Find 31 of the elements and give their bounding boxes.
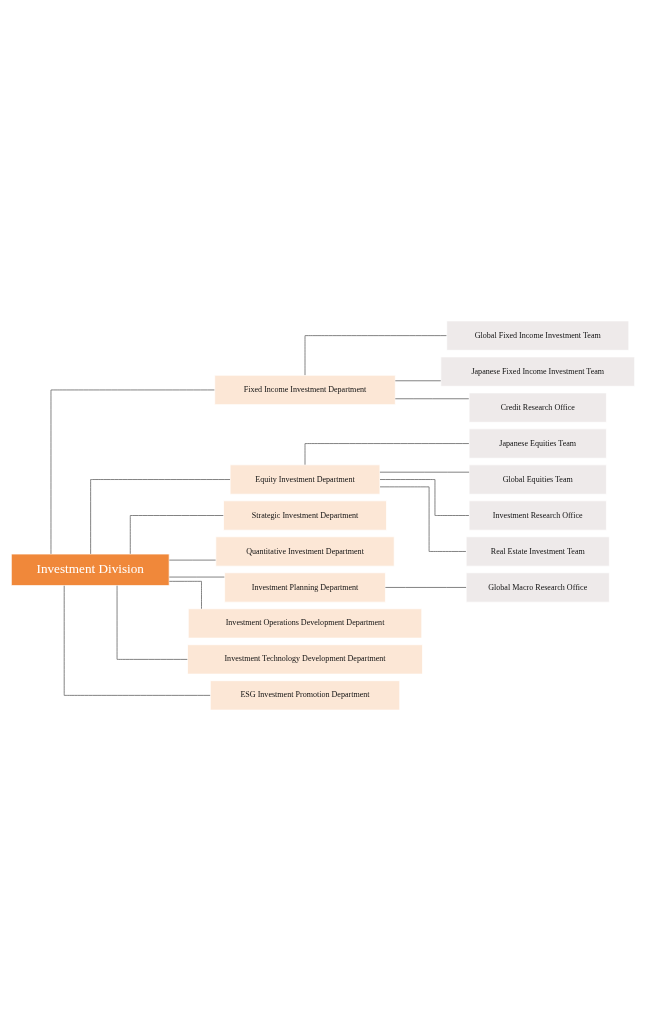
connector bbox=[379, 486, 467, 552]
connector bbox=[90, 478, 231, 554]
node-box: Investment Division bbox=[10, 553, 170, 586]
connector bbox=[379, 478, 470, 516]
node-box: Strategic Investment Department bbox=[223, 499, 387, 531]
node-box: Credit Research Office bbox=[468, 392, 607, 423]
node-box: Global Fixed Income Investment Team bbox=[446, 320, 630, 351]
node-box: Global Macro Research Office bbox=[465, 571, 610, 602]
node-box: Investment Planning Department bbox=[224, 571, 386, 602]
connector bbox=[50, 389, 215, 554]
connector bbox=[379, 471, 470, 473]
connector bbox=[168, 580, 202, 609]
node-box: Investment Technology Development Department bbox=[187, 643, 423, 674]
connector bbox=[129, 514, 224, 554]
node-box: Fixed Income Investment Department bbox=[214, 374, 396, 405]
connector bbox=[63, 584, 211, 696]
node-box: ESG Investment Promotion Department bbox=[209, 679, 401, 710]
node-box: Quantitative Investment Department bbox=[215, 535, 395, 567]
node-box: Investment Operations Development Department bbox=[187, 607, 423, 638]
node-box: Japanese Equities Team bbox=[468, 428, 607, 459]
node-box: Investment Research Office bbox=[468, 499, 607, 531]
node-box: Real Estate Investment Team bbox=[465, 535, 610, 567]
node-box: Japanese Fixed Income Investment Team bbox=[440, 356, 636, 387]
connector bbox=[385, 586, 467, 588]
connector bbox=[304, 334, 447, 375]
connector bbox=[304, 442, 470, 465]
node-box: Equity Investment Department bbox=[229, 463, 381, 495]
connector bbox=[116, 584, 188, 660]
connector bbox=[394, 397, 470, 399]
node-box: Global Equities Team bbox=[468, 463, 607, 495]
connector bbox=[394, 379, 442, 381]
